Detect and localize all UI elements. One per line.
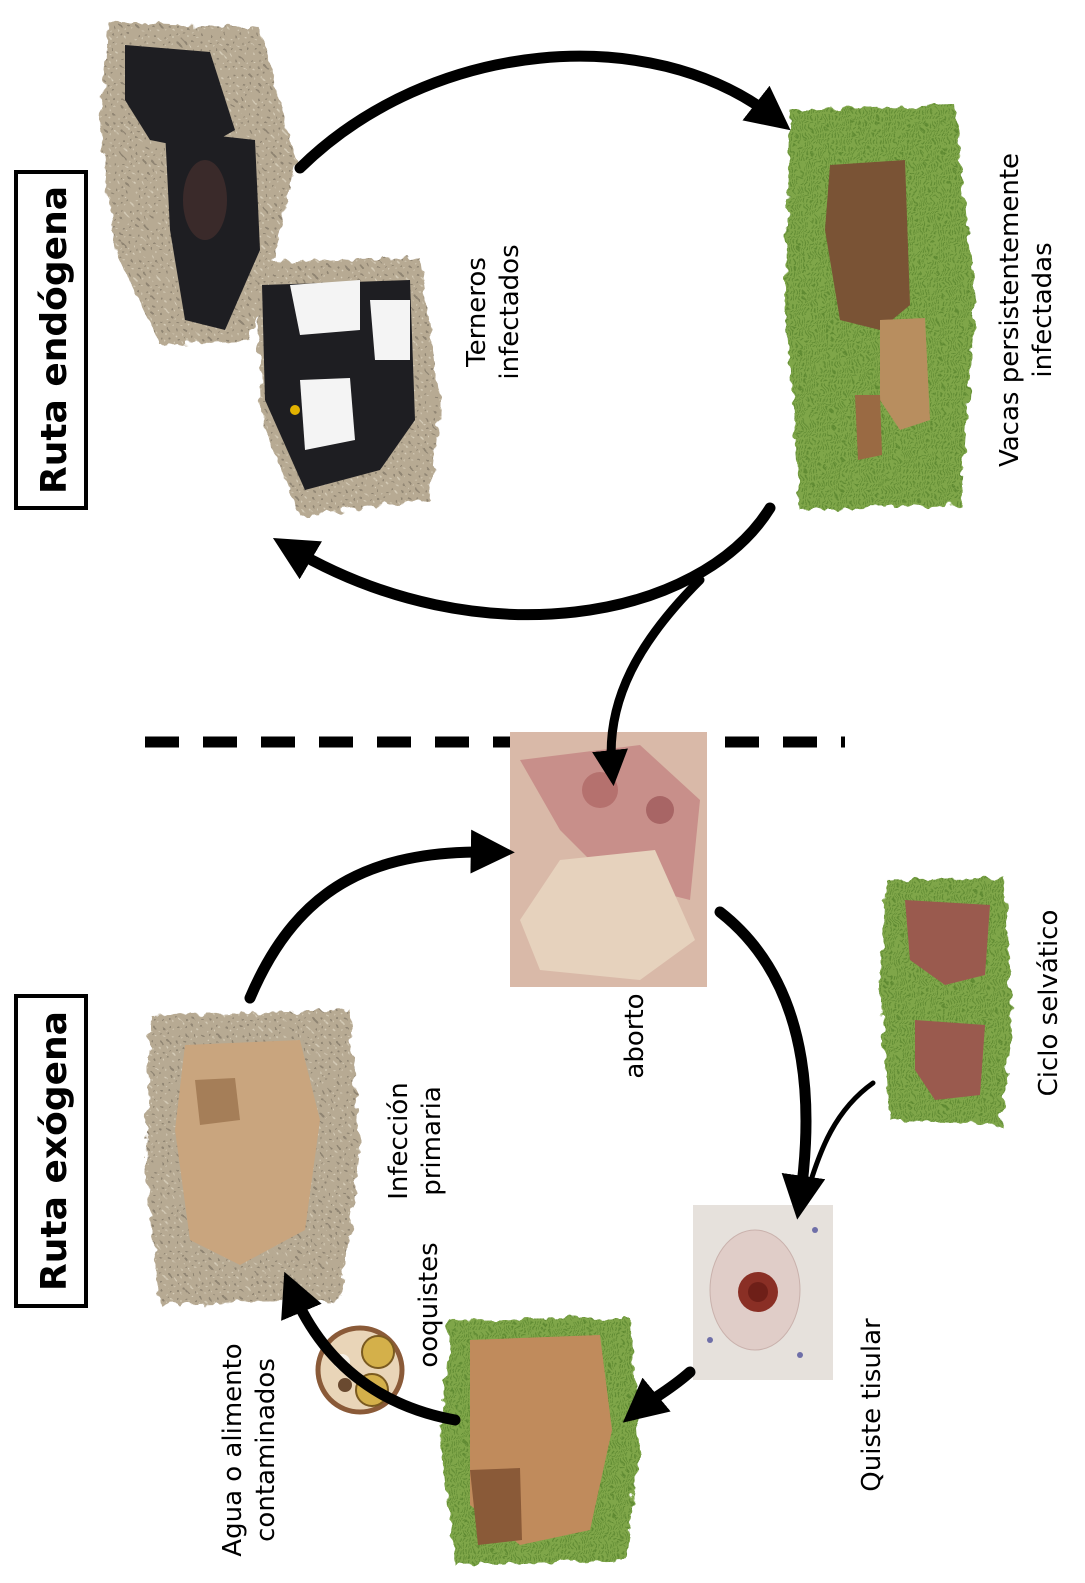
label-water-line2: contaminados (251, 1358, 281, 1542)
title-exogenous: Ruta exógena (34, 1011, 75, 1291)
arrow-calves-to-cows (300, 56, 775, 168)
label-abortion: aborto (620, 993, 650, 1078)
arrow-cyst-to-dog (638, 1372, 690, 1410)
label-oocysts: ooquistes (414, 1242, 444, 1367)
title-box-exogenous: Ruta exógena (16, 996, 86, 1306)
photo-tissue-cyst (693, 1205, 833, 1380)
arrow-primary-to-abortion (250, 852, 495, 998)
label-calves-line1: Terneros (462, 257, 492, 368)
label-cows-line2: infectadas (1028, 242, 1058, 377)
label-sylvatic: Ciclo selvático (1034, 910, 1064, 1097)
label-primary-line2: primaria (417, 1086, 447, 1196)
arrow-abortion-to-cyst (720, 912, 806, 1200)
title-box-endogenous: Ruta endógena (16, 172, 86, 508)
label-tissue-cyst: Quiste tisular (857, 1318, 887, 1492)
photo-holstein-calf (255, 258, 440, 515)
photo-deer (880, 878, 1012, 1125)
photo-tan-cow (145, 1010, 360, 1305)
label-calves-line2: infectados (495, 244, 525, 379)
photo-dog (440, 1318, 640, 1565)
label-cows-line1: Vacas persistentemente (995, 153, 1025, 467)
photo-infected-cows (785, 105, 975, 510)
arrow-cows-to-calves (290, 508, 770, 615)
label-water-line1: Agua o alimento (218, 1343, 248, 1556)
title-endogenous: Ruta endógena (34, 186, 75, 494)
arrow-sylvatic-to-cyst (808, 1083, 873, 1190)
label-primary-line1: Infección (384, 1082, 414, 1200)
